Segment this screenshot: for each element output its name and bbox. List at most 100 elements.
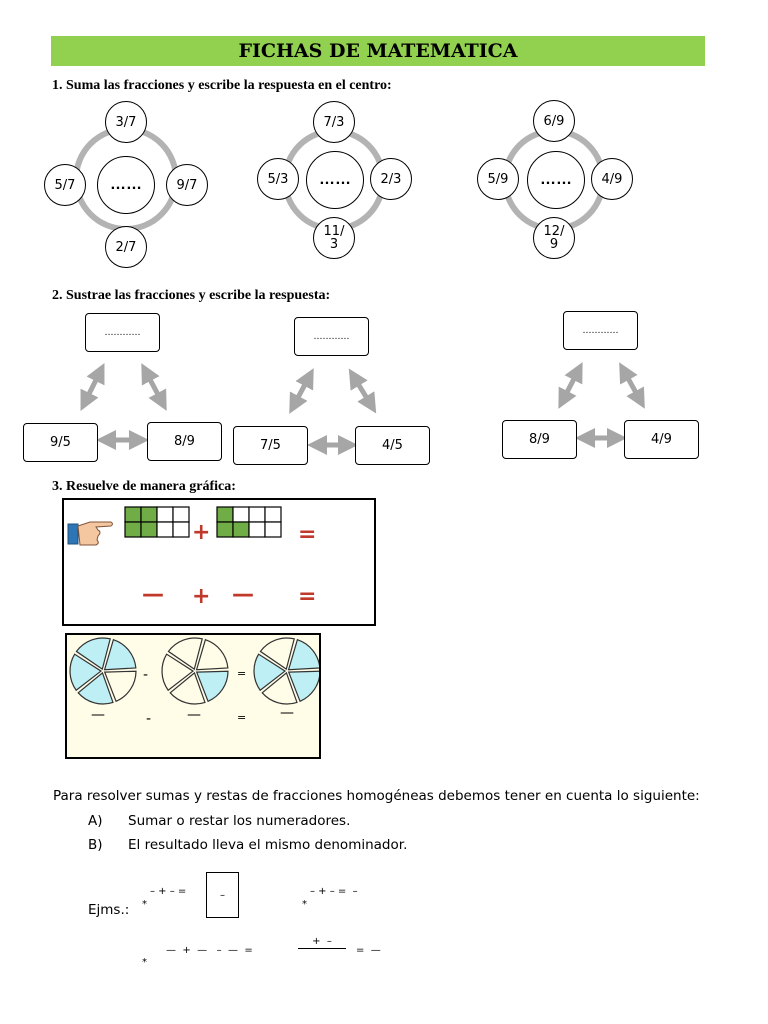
page-title: FICHAS DE MATEMATICA: [51, 36, 705, 66]
fraction-circle-right: 2/3: [370, 158, 412, 200]
fraction-circle-top: 7/3: [313, 101, 355, 143]
grid-cell: [216, 521, 234, 538]
example-3-right: = —: [356, 945, 381, 956]
blank-fraction-line[interactable]: —: [142, 582, 164, 607]
rule-text-b: El resultado lleva el mismo denominador.: [128, 837, 408, 853]
fraction-circle-top: 6/9: [533, 100, 575, 142]
blank-fraction-line[interactable]: —: [232, 582, 254, 607]
answer-box[interactable]: …………: [563, 311, 638, 350]
fraction-circle-bottom: 2/7: [105, 226, 147, 268]
fraction-circle-bottom: 12/ 9: [533, 217, 575, 259]
example-3-numerator: + –: [298, 936, 346, 949]
grid-cell: [248, 506, 266, 523]
grid-cell: [232, 521, 250, 538]
pie-slice: [103, 670, 137, 703]
grid-cell: [172, 506, 190, 523]
answer-circle[interactable]: ……: [306, 151, 364, 209]
grid-cell: [140, 521, 158, 538]
grid-cell: [156, 521, 174, 538]
equals-sign: =: [237, 711, 247, 724]
pie-slice: [103, 638, 137, 671]
equals-sign: =: [298, 522, 317, 547]
pie-chart-left: [69, 637, 137, 705]
fraction-circle-left: 5/3: [257, 158, 299, 200]
grid-cell: [248, 521, 266, 538]
grid-cell: [140, 506, 158, 523]
double-arrow-icon: [619, 362, 645, 409]
asterisk: *: [142, 957, 147, 968]
pie-slice: [169, 671, 206, 705]
fraction-circle-left: 5/7: [44, 164, 86, 206]
equals-sign: =: [237, 667, 247, 680]
rule-text-a: Sumar o restar los numeradores.: [128, 813, 351, 829]
pie-slice: [167, 637, 203, 671]
fraction-grid-right: [216, 506, 282, 538]
fraction-box-left: 9/5: [23, 423, 98, 462]
fraction-box-right: 4/9: [624, 420, 699, 459]
fraction-box-left: 7/5: [233, 426, 308, 465]
pie-slice: [195, 670, 229, 703]
double-arrow-icon: [348, 368, 377, 414]
answer-box[interactable]: …………: [85, 313, 160, 352]
pie-slice: [77, 671, 114, 705]
graphic-panel-pies: - = — - — = —: [65, 633, 321, 759]
grid-drawing: [67, 506, 282, 546]
fraction-box-left: 8/9: [502, 420, 577, 459]
equals-sign: =: [298, 584, 317, 609]
double-arrow-icon: [289, 368, 314, 414]
section1-heading: 1. Suma las fracciones y escribe la resp…: [52, 78, 392, 93]
double-arrow-icon: [80, 363, 105, 411]
grid-cell: [216, 506, 234, 523]
grid-cell: [124, 506, 142, 523]
fraction-circle-left: 5/9: [477, 158, 519, 200]
pie-slice: [161, 653, 195, 692]
rule-marker-b: B): [88, 837, 103, 853]
examples-label: Ejms.:: [88, 902, 130, 918]
fraction-circle-bottom: 11/ 3: [313, 217, 355, 259]
pointing-hand-icon: [67, 521, 113, 546]
pie-slice: [195, 638, 229, 671]
section2-heading: 2. Sustrae las fracciones y escribe la r…: [52, 288, 331, 303]
fraction-circle-top: 3/7: [105, 101, 147, 143]
pie-chart-middle: [161, 637, 229, 705]
minus-sign: -: [143, 667, 149, 683]
pie-slice: [69, 653, 103, 692]
asterisk: *: [302, 899, 307, 910]
double-arrow-icon: [558, 362, 583, 409]
pie-drawing: [69, 637, 319, 705]
minus-sign: -: [146, 711, 152, 727]
arrows-layer: [80, 362, 645, 455]
rule-marker-a: A): [88, 813, 103, 829]
fraction-circle-right: 9/7: [166, 164, 208, 206]
section3-heading: 3. Resuelve de manera gráfica:: [52, 479, 236, 494]
example-1: – + – =: [150, 886, 187, 897]
pie-slice: [253, 653, 287, 692]
pie-slice: [287, 638, 319, 671]
pie-slice: [261, 671, 298, 705]
answer-circle[interactable]: ……: [97, 156, 155, 214]
fraction-circle-right: 4/9: [591, 158, 633, 200]
blank-fraction-line[interactable]: —: [187, 707, 201, 723]
grid-cell: [156, 506, 174, 523]
blank-fraction-line[interactable]: —: [91, 707, 105, 723]
pie-slice: [259, 637, 295, 671]
grid-cell: [264, 506, 282, 523]
plus-sign: +: [192, 584, 211, 609]
answer-circle[interactable]: ……: [527, 151, 585, 209]
asterisk: *: [142, 899, 147, 910]
double-arrow-icon: [141, 363, 167, 411]
example-3-left: — + — – — =: [166, 945, 253, 956]
answer-box[interactable]: …………: [294, 317, 369, 356]
example-1-answer-box: –: [206, 872, 239, 918]
pie-chart-right: [253, 637, 319, 705]
pie-slice: [75, 637, 111, 671]
fraction-box-right: 8/9: [147, 422, 222, 461]
fraction-box-right: 4/5: [355, 426, 430, 465]
grid-cell: [172, 521, 190, 538]
example-2: – + – = –: [310, 886, 358, 897]
fraction-grid-left: [124, 506, 190, 538]
blank-fraction-line[interactable]: —: [280, 705, 294, 721]
grid-cell: [264, 521, 282, 538]
pie-slice: [287, 670, 319, 703]
grid-cell: [232, 506, 250, 523]
